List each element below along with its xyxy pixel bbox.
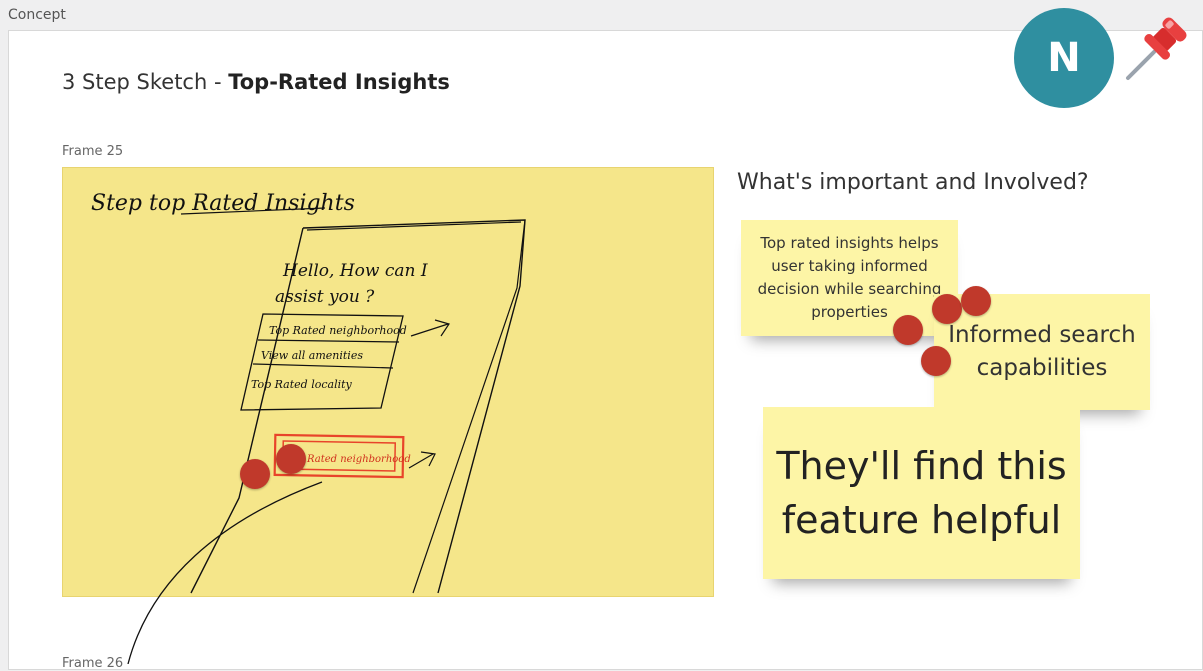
sticky-note[interactable]: Top rated insights helps user taking inf… bbox=[741, 220, 958, 336]
sketch-arrow-2 bbox=[408, 451, 436, 469]
phone-sketch: Step top Rated Insights Hello, How can I… bbox=[91, 191, 526, 594]
board-title: 3 Step Sketch - Top-Rated Insights bbox=[62, 70, 450, 94]
sticky-note[interactable]: They'll find this feature helpful bbox=[763, 407, 1080, 579]
heading-underline bbox=[180, 207, 326, 215]
board-name: Concept bbox=[8, 7, 66, 23]
title-prefix: 3 Step Sketch - bbox=[62, 70, 229, 94]
vote-dot bbox=[932, 294, 962, 324]
sketch-option-3: Top Rated locality bbox=[251, 378, 353, 391]
sketch-greeting-2: assist you ? bbox=[275, 287, 375, 307]
vote-dot bbox=[276, 444, 306, 474]
user-avatar[interactable]: N bbox=[1014, 8, 1114, 108]
phone-right-edge bbox=[302, 219, 526, 594]
vote-dot bbox=[893, 315, 923, 345]
title-bold: Top-Rated Insights bbox=[228, 70, 450, 94]
sketch-option-2: View all amenities bbox=[261, 349, 363, 362]
sketch-arrow-1 bbox=[410, 319, 450, 337]
sketch-option-1: Top Rated neighborhood bbox=[269, 324, 407, 337]
vote-dot bbox=[921, 346, 951, 376]
sketch-greeting-1: Hello, How can I bbox=[282, 261, 428, 281]
vote-dot bbox=[961, 286, 991, 316]
vote-dot bbox=[240, 459, 270, 489]
phone-depth-edge bbox=[412, 219, 526, 594]
options-box bbox=[240, 313, 404, 411]
sketch-frame[interactable]: Step top Rated Insights Hello, How can I… bbox=[62, 167, 714, 597]
frame-label[interactable]: Frame 25 bbox=[62, 144, 124, 159]
pushpin-icon[interactable] bbox=[1120, 6, 1200, 86]
section-heading: What's important and Involved? bbox=[737, 170, 1089, 195]
sketch-button-label: Rated neighborhood bbox=[306, 454, 411, 465]
sketch-button-outline bbox=[273, 433, 405, 479]
